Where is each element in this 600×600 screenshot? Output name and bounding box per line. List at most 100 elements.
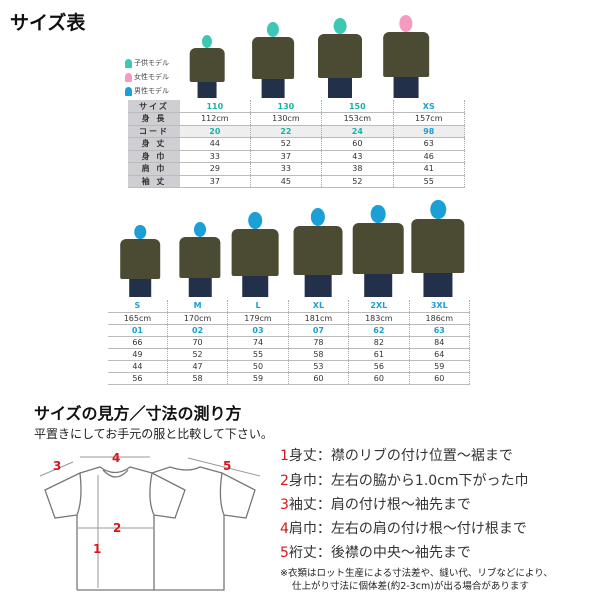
table-cell: 37 <box>180 175 251 188</box>
table-cell: 70 <box>167 336 229 349</box>
table-cell: XS <box>393 100 466 113</box>
row-label: 肩 巾 <box>128 162 180 176</box>
model-shirt <box>189 47 225 83</box>
table-cell: 183cm <box>348 312 410 325</box>
model-pants <box>423 272 453 297</box>
legend-label: 男性モデル <box>134 87 169 95</box>
person-icon <box>125 72 132 82</box>
def-number: 3 <box>280 497 289 513</box>
table-cell: 186cm <box>409 312 471 325</box>
table-cell: 78 <box>288 336 350 349</box>
table-cell: 45 <box>250 175 323 188</box>
definition-1: 1身丈：襟のリブの付け位置〜裾まで <box>280 445 513 465</box>
table-cell: 29 <box>180 162 251 176</box>
legend-male: 男性モデル <box>125 86 169 96</box>
table-cell: 82 <box>348 336 410 349</box>
marker-2: 2 <box>113 521 122 535</box>
table-cell: 24 <box>321 125 394 138</box>
table-cell: 165cm <box>108 312 168 325</box>
table-cell: M <box>167 300 229 313</box>
model-shirt <box>252 37 294 79</box>
model-head <box>399 15 413 32</box>
model-pants <box>328 78 352 98</box>
page-title: サイズ表 <box>10 12 86 34</box>
table-cell: 112cm <box>180 112 251 126</box>
table-cell: 130 <box>250 100 323 113</box>
def-number: 2 <box>280 473 289 489</box>
table-cell: 130cm <box>250 112 323 126</box>
table-cell: 64 <box>409 348 471 361</box>
table-cell: 66 <box>108 336 168 349</box>
definition-4: 4肩巾：左右の肩の付け根〜付け根まで <box>280 518 527 538</box>
table-cell: 98 <box>393 125 466 138</box>
note-line-2: 仕上がり寸法に個体差(約2-3cm)が出る場合があります <box>292 581 529 592</box>
def-text: 身巾：左右の脇から1.0cm下がった巾 <box>288 473 529 489</box>
table-cell: 58 <box>288 348 350 361</box>
table-cell: 33 <box>180 150 251 163</box>
model-shirt <box>318 34 362 78</box>
table-cell: 60 <box>409 372 471 385</box>
table-cell: 52 <box>250 137 323 151</box>
table-cell: 59 <box>409 360 471 373</box>
table-cell: XL <box>288 300 350 313</box>
table-cell: 56 <box>108 372 168 385</box>
def-text: 身丈：襟のリブの付け位置〜裾まで <box>288 448 513 464</box>
model-head <box>201 35 213 48</box>
table-cell: 33 <box>250 162 323 176</box>
model-shirt <box>231 229 279 276</box>
marker-5: 5 <box>223 459 232 473</box>
model-shirt <box>352 223 404 274</box>
table-cell: 150 <box>321 100 394 113</box>
row-label: コード <box>128 125 180 138</box>
table-cell: 60 <box>348 372 410 385</box>
model-head <box>194 222 206 237</box>
table-cell: 43 <box>321 150 394 163</box>
model-head <box>333 18 347 34</box>
table-cell: 170cm <box>167 312 229 325</box>
table-cell: 84 <box>409 336 471 349</box>
table-cell: 74 <box>227 336 289 349</box>
table-cell: 44 <box>180 137 251 151</box>
row-label: サイズ <box>128 100 180 113</box>
table-cell: 181cm <box>288 312 350 325</box>
model-head <box>248 212 262 229</box>
model-shirt <box>383 31 429 78</box>
table-cell: 60 <box>321 137 394 151</box>
table-cell: 47 <box>167 360 229 373</box>
table-cell: 02 <box>167 324 229 337</box>
model-shirt <box>179 237 221 279</box>
model-figure <box>170 222 230 297</box>
model-pants <box>393 77 419 98</box>
table-cell: 2XL <box>348 300 410 313</box>
model-head <box>266 22 280 38</box>
row-label: 身 丈 <box>128 137 180 151</box>
row-label: 身 長 <box>128 112 180 126</box>
howto-title: サイズの見方／寸法の測り方 <box>34 404 242 423</box>
marker-1: 1 <box>93 542 102 556</box>
model-head <box>310 208 326 226</box>
table-cell: S <box>108 300 168 313</box>
table-cell: 63 <box>393 137 466 151</box>
table-cell: 37 <box>250 150 323 163</box>
def-text: 裄丈：後襟の中央〜袖先まで <box>288 545 471 561</box>
row-label: 身 巾 <box>128 150 180 163</box>
model-pants <box>242 275 268 297</box>
table-cell: 49 <box>108 348 168 361</box>
def-text: 袖丈：肩の付け根〜袖先まで <box>288 497 471 513</box>
table-cell: 62 <box>348 324 410 337</box>
legend-label: 子供モデル <box>134 59 169 67</box>
model-head <box>430 200 446 220</box>
table-cell: 157cm <box>393 112 466 126</box>
model-pants <box>129 279 151 297</box>
